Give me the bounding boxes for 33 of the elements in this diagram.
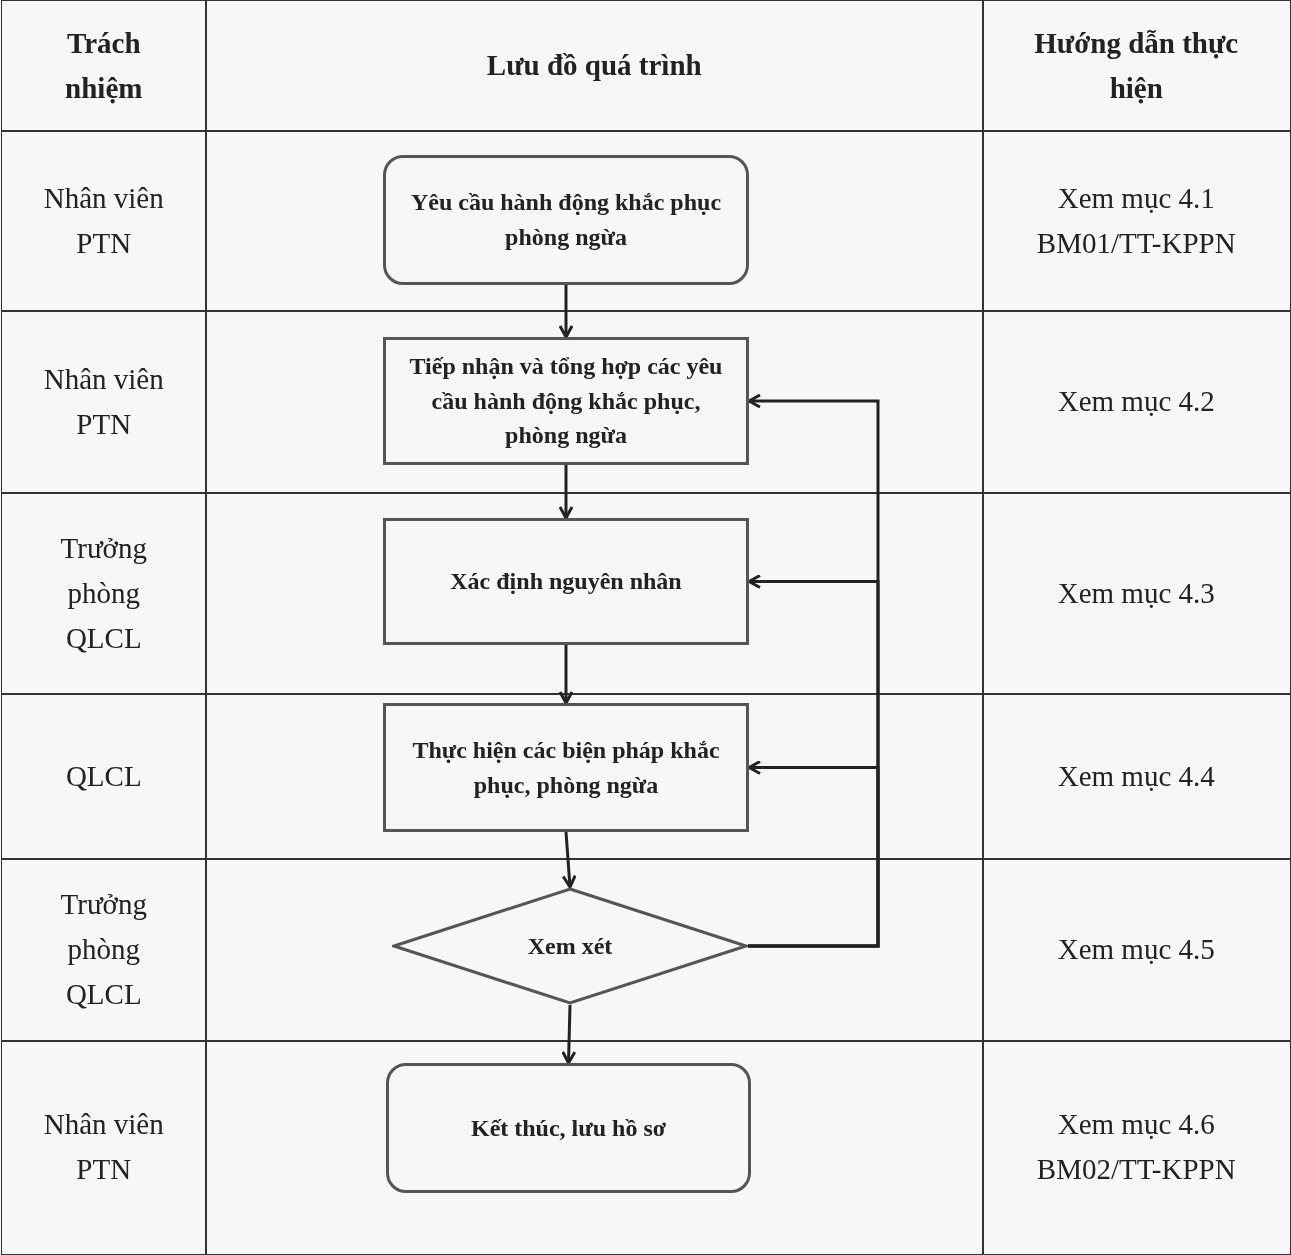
terminal-box — [386, 1063, 751, 1193]
arrow — [561, 831, 577, 889]
column-header: Trách nhiệm — [64, 25, 144, 106]
arrow — [558, 645, 574, 705]
responsibility-text: Nhân viên PTN — [42, 180, 165, 261]
instruction-text: Xem mục 4.3 — [1057, 575, 1215, 611]
step-text: Xem xét — [527, 931, 613, 961]
step-text: Kết thúc, lưu hồ sơ — [470, 1113, 666, 1143]
arrow — [558, 285, 574, 339]
process-box — [383, 337, 749, 465]
column-header: Lưu đồ quá trình — [486, 48, 702, 84]
decision-diamond — [392, 887, 748, 1005]
step-text: Yêu cầu hành động khắc phục phòng ngừa — [409, 188, 723, 252]
instruction-text: Xem mục 4.4 — [1057, 758, 1215, 794]
responsibility-text: Nhân viên PTN — [42, 1107, 165, 1188]
process-box — [383, 518, 749, 645]
responsibility-text: Nhân viên PTN — [42, 361, 165, 442]
column-header: Hướng dẫn thực hiện — [1033, 25, 1240, 106]
instruction-text: Xem mục 4.2 — [1057, 384, 1215, 420]
responsibility-text: Trưởng phòng QLCL — [59, 530, 148, 656]
process-box — [383, 703, 749, 832]
arrow — [747, 760, 880, 948]
arrow — [558, 465, 574, 520]
terminal-box — [383, 155, 749, 285]
responsibility-text: QLCL — [65, 758, 142, 794]
step-text: Xác định nguyên nhân — [450, 567, 682, 597]
step-text: Thực hiện các biện pháp khắc phục, phòng ngừa — [411, 735, 721, 800]
responsibility-text: Trưởng phòng QLCL — [59, 887, 148, 1013]
instruction-text: Xem mục 4.5 — [1057, 932, 1215, 968]
arrow — [561, 1004, 577, 1065]
instruction-text: Xem mục 4.6 BM02/TT-KPPN — [1035, 1107, 1237, 1188]
step-text: Tiếp nhận và tổng hợp các yêu cầu hành động khắc phục, phòng ngừa — [408, 351, 724, 451]
instruction-text: Xem mục 4.1 BM01/TT-KPPN — [1035, 180, 1237, 261]
